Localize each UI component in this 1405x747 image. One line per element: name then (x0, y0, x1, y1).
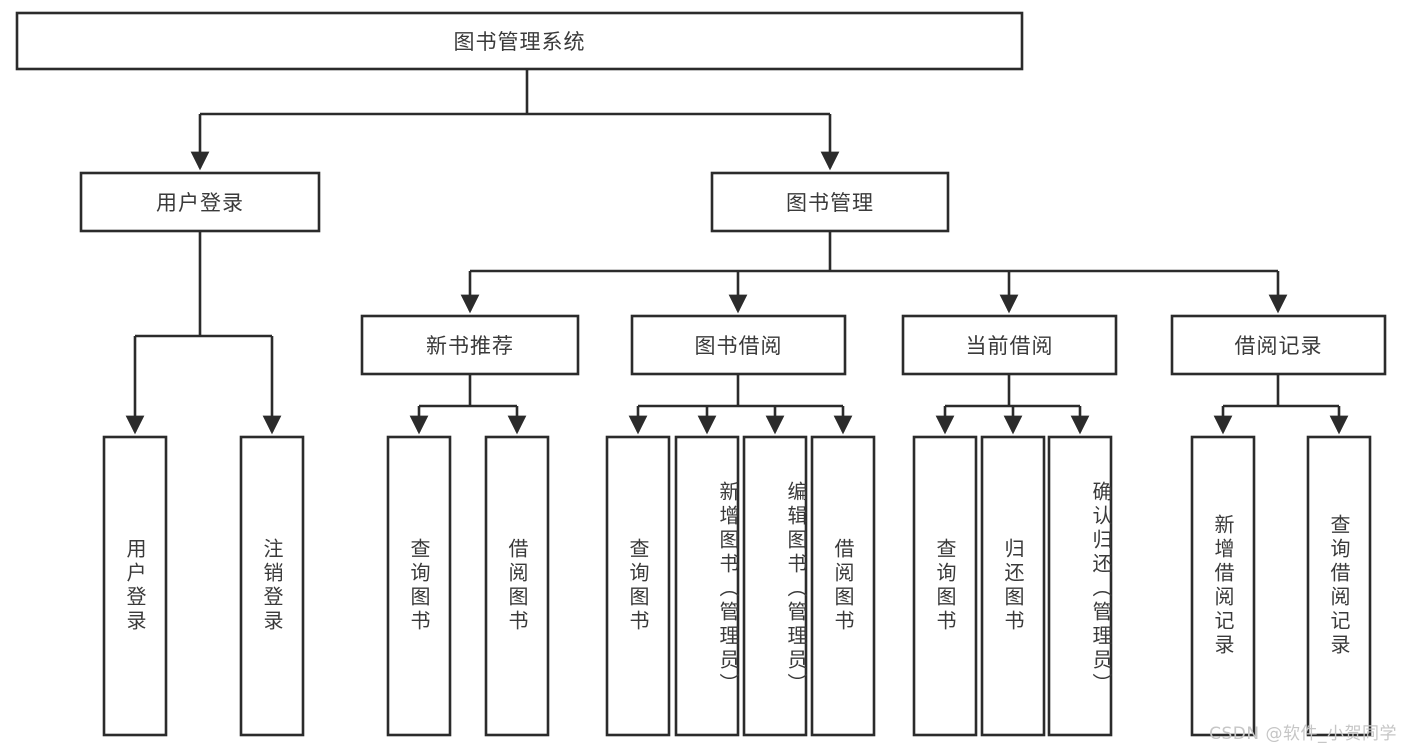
node-box-root[interactable] (15, 11, 1024, 71)
leaf-box-current-borrow-1[interactable] (980, 435, 1046, 737)
leaf-box-new-book-1[interactable] (484, 435, 550, 737)
leaf-box-new-book-0[interactable] (386, 435, 452, 737)
leaf-box-current-borrow-0[interactable] (912, 435, 978, 737)
leaf-box-user-login-0[interactable] (102, 435, 168, 737)
leaf-box-book-borrow-0[interactable] (605, 435, 671, 737)
node-box-book-borrow[interactable] (630, 314, 847, 376)
leaf-box-book-borrow-3[interactable] (810, 435, 876, 737)
leaf-box-user-login-1[interactable] (239, 435, 305, 737)
node-box-current-borrow[interactable] (901, 314, 1118, 376)
node-box-borrow-record[interactable] (1170, 314, 1387, 376)
leaf-box-borrow-record-1[interactable] (1306, 435, 1372, 737)
node-box-book-management[interactable] (710, 171, 950, 233)
leaf-box-borrow-record-0[interactable] (1190, 435, 1256, 737)
node-box-new-book-recommend[interactable] (360, 314, 580, 376)
leaf-box-current-borrow-2[interactable] (1047, 435, 1113, 737)
node-box-user-login[interactable] (79, 171, 321, 233)
leaf-box-book-borrow-2[interactable] (742, 435, 808, 737)
leaf-box-book-borrow-1[interactable] (674, 435, 740, 737)
